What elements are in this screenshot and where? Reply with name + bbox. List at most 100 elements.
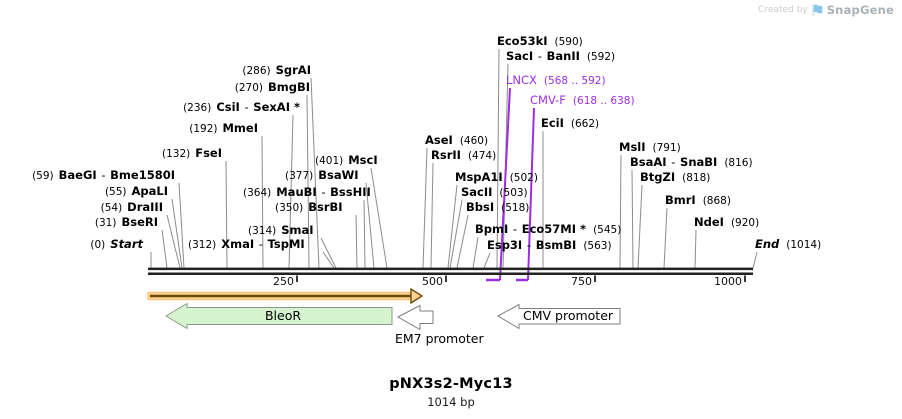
site-name: XmaI [221,237,255,251]
site-name: BsrBI [308,200,343,214]
primer-leader-line-lncx [499,87,511,281]
site-name-separator: - [97,168,110,182]
site-leader-line-mmei [261,135,264,269]
site-label-rsrii[interactable]: RsrII(474) [431,149,496,163]
site-position: (312) [188,239,217,251]
site-position: (518) [501,202,530,214]
site-label-draiii[interactable]: (54)DraIII [101,201,163,215]
site-position: (192) [189,123,218,135]
site-position: (590) [554,36,583,48]
site-label-btgzi[interactable]: BtgZI(818) [640,171,710,185]
site-label-bsawi[interactable]: (377) BsaWI [285,169,359,183]
site-label-baegi[interactable]: (59) BaeGI - Bme1580I [32,169,175,183]
site-position: (59) [32,170,54,182]
site-name: Eco57MI * [521,222,587,236]
site-leader-line-bsrbi [355,214,358,269]
site-label-fsei[interactable]: (132)FseI [162,147,222,161]
site-name: BanII [546,49,580,63]
site-label-apali[interactable]: (55) ApaLI [105,185,168,199]
site-label-bsrbi[interactable]: (350)BsrBI [275,201,343,215]
site-position: (286) [242,65,271,77]
snapgene-logo-icon [812,3,822,16]
site-name: RsrII [431,148,461,162]
site-name: CsiI [216,100,240,114]
map-backbone-line-top [148,267,753,271]
site-name: Eco53kI [497,34,548,48]
ruler-label-500: 500 [422,275,443,288]
site-name: EciI [541,116,564,130]
site-leader-line-ndei [694,229,697,269]
ruler-label-1000: 1000 [714,275,742,288]
site-label-ecii[interactable]: EciI (662) [541,117,599,131]
site-name: SmaI [281,223,314,237]
site-name-separator: - [509,222,521,236]
site-name: SacII [461,185,493,199]
site-label-start[interactable]: (0)Start [90,238,143,252]
site-label-csii[interactable]: (236)CsiI - SexAI * [183,101,300,115]
site-leader-line-fsei [225,160,228,269]
primer-label-cmvf[interactable]: CMV-F(618 .. 638) [530,94,635,108]
site-leader-line-end [752,251,758,269]
site-leader-line-sgrai [310,77,320,269]
site-name: BsaWI [318,168,359,182]
site-label-smai[interactable]: (314)SmaI [248,224,314,238]
site-name: DraIII [127,200,163,214]
feature-arrow-span-head [410,287,424,305]
site-position: (55) [104,186,127,198]
map-backbone-line-bottom [148,272,753,275]
site-label-bpmi[interactable]: BpmI - Eco57MI *(545) [475,223,621,237]
site-leader-line-bpmi [472,236,479,269]
site-position: (868) [702,195,731,207]
site-label-esp3i[interactable]: Esp3I - BsmBI(563) [487,239,612,253]
feature-arrow-cmv-promoter[interactable] [496,303,621,330]
site-leader-line-draiii [166,214,181,269]
site-label-mmei[interactable]: (192)MmeI [189,122,258,136]
site-label-bsaai[interactable]: BsaAI - SnaBI(816) [630,156,753,170]
site-name: Bme1580I [110,168,175,182]
site-label-saci[interactable]: SacI - BanII(592) [506,50,615,64]
site-leader-line-btgzi [637,184,643,269]
site-leader-line-sacii [449,199,463,269]
feature-arrow-bleor[interactable] [165,302,393,330]
site-position: (816) [724,157,753,169]
site-label-bbsi[interactable]: BbsI (518) [466,201,529,215]
site-name: ApaLI [131,184,169,198]
site-label-msli[interactable]: MslI(791) [619,141,681,155]
feature-arrow-bleor-label[interactable]: BleoR [264,308,302,323]
site-name: BbsI [466,200,495,214]
site-label-bmri[interactable]: BmrI (868) [665,194,731,208]
site-position: (662) [570,118,600,130]
site-name: BtgZI [640,170,676,184]
plasmid-title: pNX3s2-Myc13 [389,376,513,392]
feature-arrow-em7-promoter-label[interactable]: EM7 promoter [395,331,484,346]
site-position: (563) [583,240,612,252]
site-position: (377) [285,170,314,182]
feature-arrow-em7-promoter[interactable] [396,304,434,331]
site-name: BaeGI [58,168,97,182]
site-name: MauBI [276,185,317,199]
site-position: (502) [509,172,538,184]
site-leader-line-msci [370,167,388,269]
site-position: (920) [730,217,760,229]
site-label-maubi[interactable]: (364)MauBI - BssHII [243,186,371,200]
site-name: BssHII [330,185,371,199]
watermark-brand: SnapGene [826,3,894,17]
site-label-bmgbi[interactable]: (270)BmgBI [235,81,310,95]
site-label-mspa1i[interactable]: MspA1I(502) [455,171,538,185]
site-label-xmai[interactable]: (312)XmaI - TspMI [188,238,305,252]
site-label-sacii[interactable]: SacII(503) [461,186,528,200]
site-name: BmrI [665,193,696,207]
site-label-asei[interactable]: AseI(460) [425,134,488,148]
site-label-ndei[interactable]: NdeI (920) [694,216,759,230]
primer-label-lncx[interactable]: LNCX(568 .. 592) [506,74,606,88]
site-label-msci[interactable]: (401)MscI [315,154,378,168]
feature-arrow-cmv-promoter-label[interactable]: CMV promoter [523,308,614,323]
site-leader-line-baegi [178,182,185,269]
site-label-end[interactable]: End(1014) [755,238,821,252]
site-label-eco53ki[interactable]: Eco53kI (590) [497,35,583,49]
site-name: NdeI [694,215,724,229]
site-label-sgrai[interactable]: (286)SgrAI [242,64,311,78]
site-label-bseri[interactable]: (31)BseRI [95,216,158,230]
site-name: SnaBI [680,155,718,169]
site-name: SexAI * [253,100,300,114]
